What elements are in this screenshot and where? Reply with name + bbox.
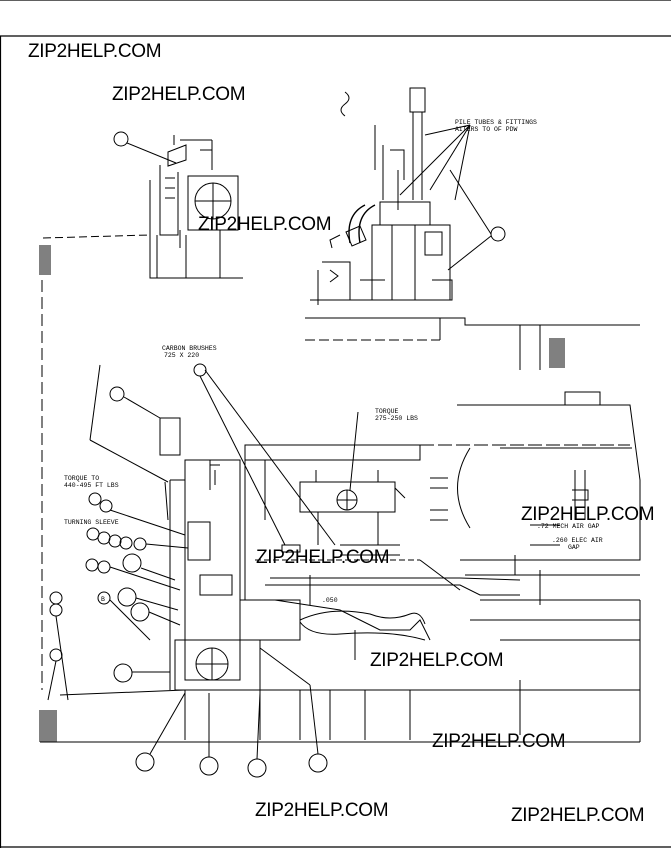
diagram-labels: PILE TUBES & FITTINGS AITERS TO OF PDW C… [64, 119, 603, 604]
label-carbon-brushes: CARBON BRUSHES [162, 345, 217, 352]
label-mech-air-gap: .72 MECH AIR GAP [537, 523, 600, 530]
label-torque-left-2: 440-495 FT LBS [64, 482, 119, 489]
label-elec-air-gap: .260 ELEC AIR [552, 537, 603, 544]
watermark-text: ZIP2HELP.COM [256, 547, 390, 568]
label-carbon-brushes-2: 725 X 220 [164, 352, 199, 359]
hatch-blocks [39, 245, 565, 742]
label-turning-sleeve: TURNING SLEEVE [64, 519, 119, 526]
label-torque-top-2: 275-250 LBS [375, 415, 418, 422]
watermark-text: ZIP2HELP.COM [112, 84, 246, 105]
upper-right-detail [305, 87, 640, 370]
label-tubes-fittings-2: AITERS TO OF PDW [455, 126, 518, 133]
watermark-text: ZIP2HELP.COM [432, 731, 566, 752]
watermark-text: ZIP2HELP.COM [511, 805, 645, 826]
watermark-text: ZIP2HELP.COM [198, 214, 332, 235]
label-elec-air-gap-2: GAP [568, 544, 580, 551]
label-tubes-fittings: PILE TUBES & FITTINGS [455, 119, 537, 126]
upper-left-detail [42, 131, 243, 279]
watermark-text: ZIP2HELP.COM [28, 41, 162, 62]
main-cross-section [40, 280, 641, 778]
watermark-text: ZIP2HELP.COM [255, 800, 389, 821]
label-torque-left: TORQUE TO [64, 475, 99, 482]
label-dim-050: .050 [322, 597, 338, 604]
label-torque-top: TORQUE [375, 408, 399, 415]
label-ref-b: B [101, 596, 105, 603]
watermark-text: ZIP2HELP.COM [521, 504, 655, 525]
watermark-text: ZIP2HELP.COM [370, 650, 504, 671]
